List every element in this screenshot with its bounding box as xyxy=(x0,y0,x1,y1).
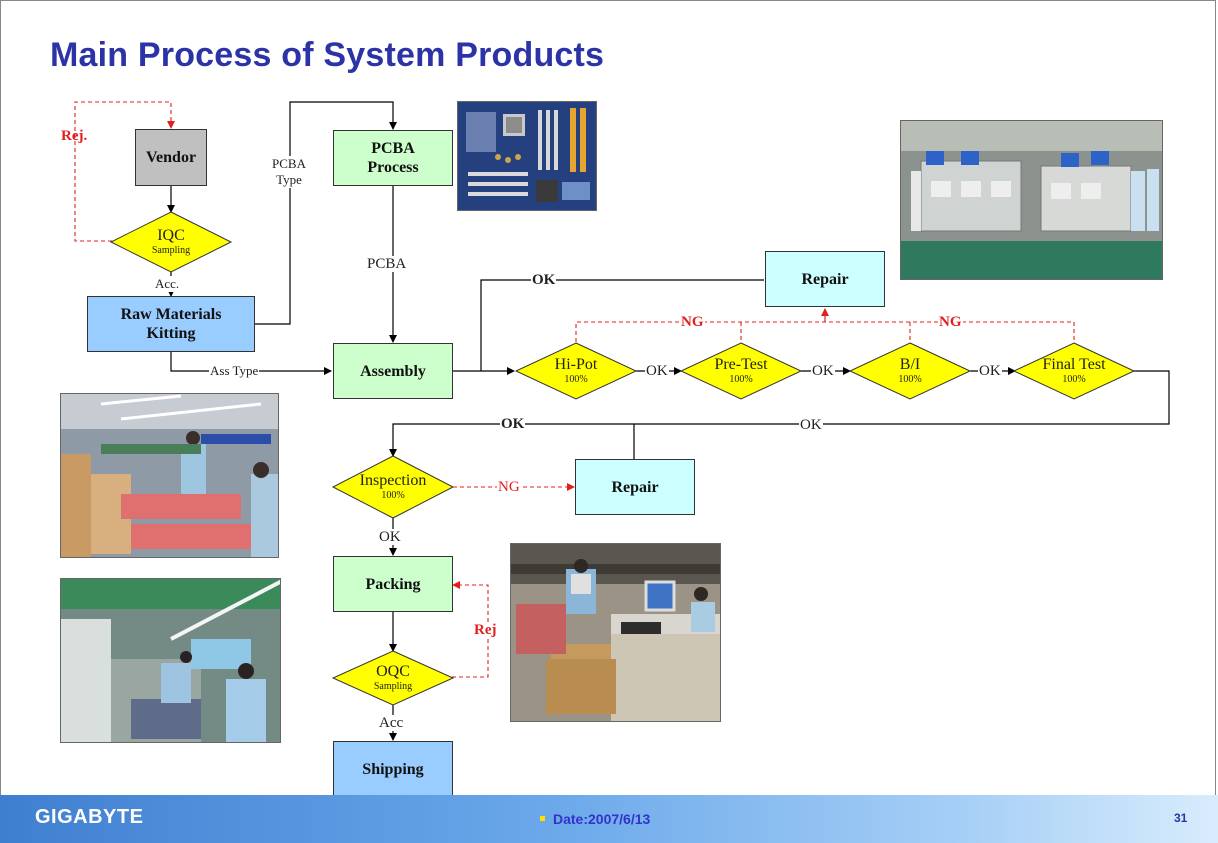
diamond-finaltest xyxy=(1012,342,1136,400)
photo-test-line xyxy=(900,120,1163,280)
label-ok-return-right: OK xyxy=(799,417,823,433)
decision-iqc-sub: Sampling xyxy=(151,245,191,256)
assembly-line-image xyxy=(61,394,278,557)
label-pcba: PCBA xyxy=(366,256,408,272)
label-ass-type: Ass Type xyxy=(209,363,260,379)
node-repair-top: Repair xyxy=(765,251,885,307)
label-ok-inspection: OK xyxy=(378,529,402,545)
label-pcba-type: PCBA Type xyxy=(263,156,315,188)
footer-date-text: Date:2007/6/13 xyxy=(553,811,651,827)
diamond-oqc xyxy=(331,650,455,706)
label-ng-right: NG xyxy=(938,314,963,330)
footer-bar: GIGABYTE Date:2007/6/13 31 xyxy=(0,795,1218,843)
motherboard-image xyxy=(458,102,596,210)
edge-oqc-reject xyxy=(452,581,489,678)
edge-ng-bus xyxy=(575,321,1075,349)
node-repair-mid: Repair xyxy=(575,459,695,515)
node-assembly: Assembly xyxy=(333,343,453,399)
diamond-iqc xyxy=(109,211,233,273)
packing-area-image xyxy=(511,544,720,721)
decision-finaltest-label: Final Test xyxy=(1042,356,1106,373)
photo-motherboard xyxy=(457,101,597,211)
brand-logo: GIGABYTE xyxy=(35,806,144,828)
node-vendor: Vendor xyxy=(135,129,207,186)
label-ok-top: OK xyxy=(531,272,557,288)
diamond-pretest xyxy=(679,342,803,400)
edge-final-inspection xyxy=(389,370,1170,457)
photo-assembly-line xyxy=(60,393,279,558)
decision-iqc: IQC Sampling xyxy=(131,228,211,258)
decision-hipot: Hi-Pot 100% xyxy=(536,357,616,387)
label-ok-bi: OK xyxy=(978,363,1002,379)
decision-oqc-sub: Sampling xyxy=(373,681,413,692)
label-ng-inspection: NG xyxy=(497,479,521,495)
decision-pretest: Pre-Test 100% xyxy=(696,357,786,387)
photo-conveyor xyxy=(60,578,281,743)
edge-iqc-reject xyxy=(74,101,175,242)
diamond-inspection xyxy=(331,455,455,519)
node-pcba-process: PCBA Process xyxy=(333,130,453,186)
label-ok-hipot: OK xyxy=(645,363,669,379)
decision-oqc-label: OQC xyxy=(376,663,410,680)
edge-raw-pcba xyxy=(255,101,397,325)
label-ok-return-left: OK xyxy=(500,416,526,432)
conveyor-image xyxy=(61,579,280,742)
decision-inspection-label: Inspection xyxy=(359,472,427,489)
node-shipping: Shipping xyxy=(333,741,453,797)
decision-iqc-label: IQC xyxy=(157,227,185,244)
label-rej-oqc: Rej xyxy=(473,622,498,638)
decision-pretest-sub: 100% xyxy=(729,374,753,385)
decision-hipot-label: Hi-Pot xyxy=(554,356,598,373)
label-rej-iqc: Rej. xyxy=(61,128,88,144)
edge-raw-assembly xyxy=(170,352,332,375)
label-ng-left: NG xyxy=(680,314,705,330)
diamond-hipot xyxy=(514,342,638,400)
decision-oqc: OQC Sampling xyxy=(353,664,433,694)
decision-inspection: Inspection 100% xyxy=(343,473,443,503)
label-acc-iqc: Acc. xyxy=(154,276,181,292)
diamond-bi xyxy=(848,342,972,400)
decision-finaltest: Final Test 100% xyxy=(1024,357,1124,387)
decision-finaltest-sub: 100% xyxy=(1062,374,1086,385)
decision-inspection-sub: 100% xyxy=(381,490,405,501)
page-number: 31 xyxy=(1174,811,1188,825)
decision-bi-label: B/I xyxy=(899,356,921,373)
label-acc-oqc: Acc xyxy=(378,715,405,731)
test-line-image xyxy=(901,121,1162,279)
bullet-icon xyxy=(540,815,545,821)
decision-bi: B/I 100% xyxy=(870,357,950,387)
decision-bi-sub: 100% xyxy=(898,374,922,385)
edge-repair-top-ok xyxy=(480,279,764,371)
label-ok-pretest: OK xyxy=(811,363,835,379)
photo-packing-area xyxy=(510,543,721,722)
decision-pretest-label: Pre-Test xyxy=(714,356,768,373)
decision-hipot-sub: 100% xyxy=(564,374,588,385)
footer-date: Date:2007/6/13 xyxy=(540,811,650,827)
node-packing: Packing xyxy=(333,556,453,612)
node-raw-materials-kitting: Raw Materials Kitting xyxy=(87,296,255,352)
page-title: Main Process of System Products xyxy=(50,36,605,74)
